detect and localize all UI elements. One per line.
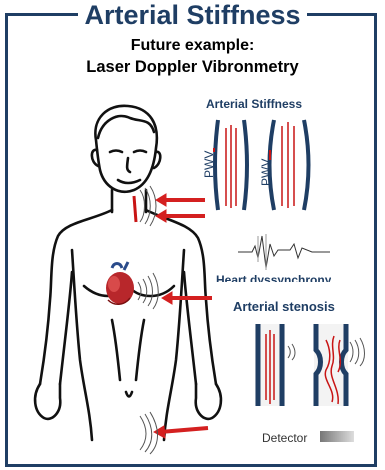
laser-arrows	[154, 194, 212, 438]
pwv-label-left: PWV	[202, 151, 216, 178]
stenosis-vessel-right	[314, 324, 348, 406]
label-arterial-stenosis: Arterial stenosis	[233, 299, 335, 314]
label-arterial-stiffness: Arterial Stiffness	[206, 97, 302, 111]
pwv-label-right: PWV	[259, 159, 273, 186]
heart-waveform	[238, 234, 330, 270]
carotid-artery	[134, 196, 136, 222]
detector-legend-swatch	[320, 431, 354, 442]
stenosis-vessel-left	[255, 324, 285, 406]
human-body-outline	[35, 106, 221, 440]
vibration-waves-neck	[140, 186, 156, 226]
vibration-waves-heart	[138, 273, 158, 309]
stiff-vessel-right	[270, 120, 309, 210]
stiff-vessel-left	[215, 120, 247, 210]
label-heart-dyssynchrony: Heart dyssynchrony	[216, 273, 331, 282]
detector-legend-label: Detector	[262, 431, 307, 445]
heart-illustration	[106, 262, 134, 304]
